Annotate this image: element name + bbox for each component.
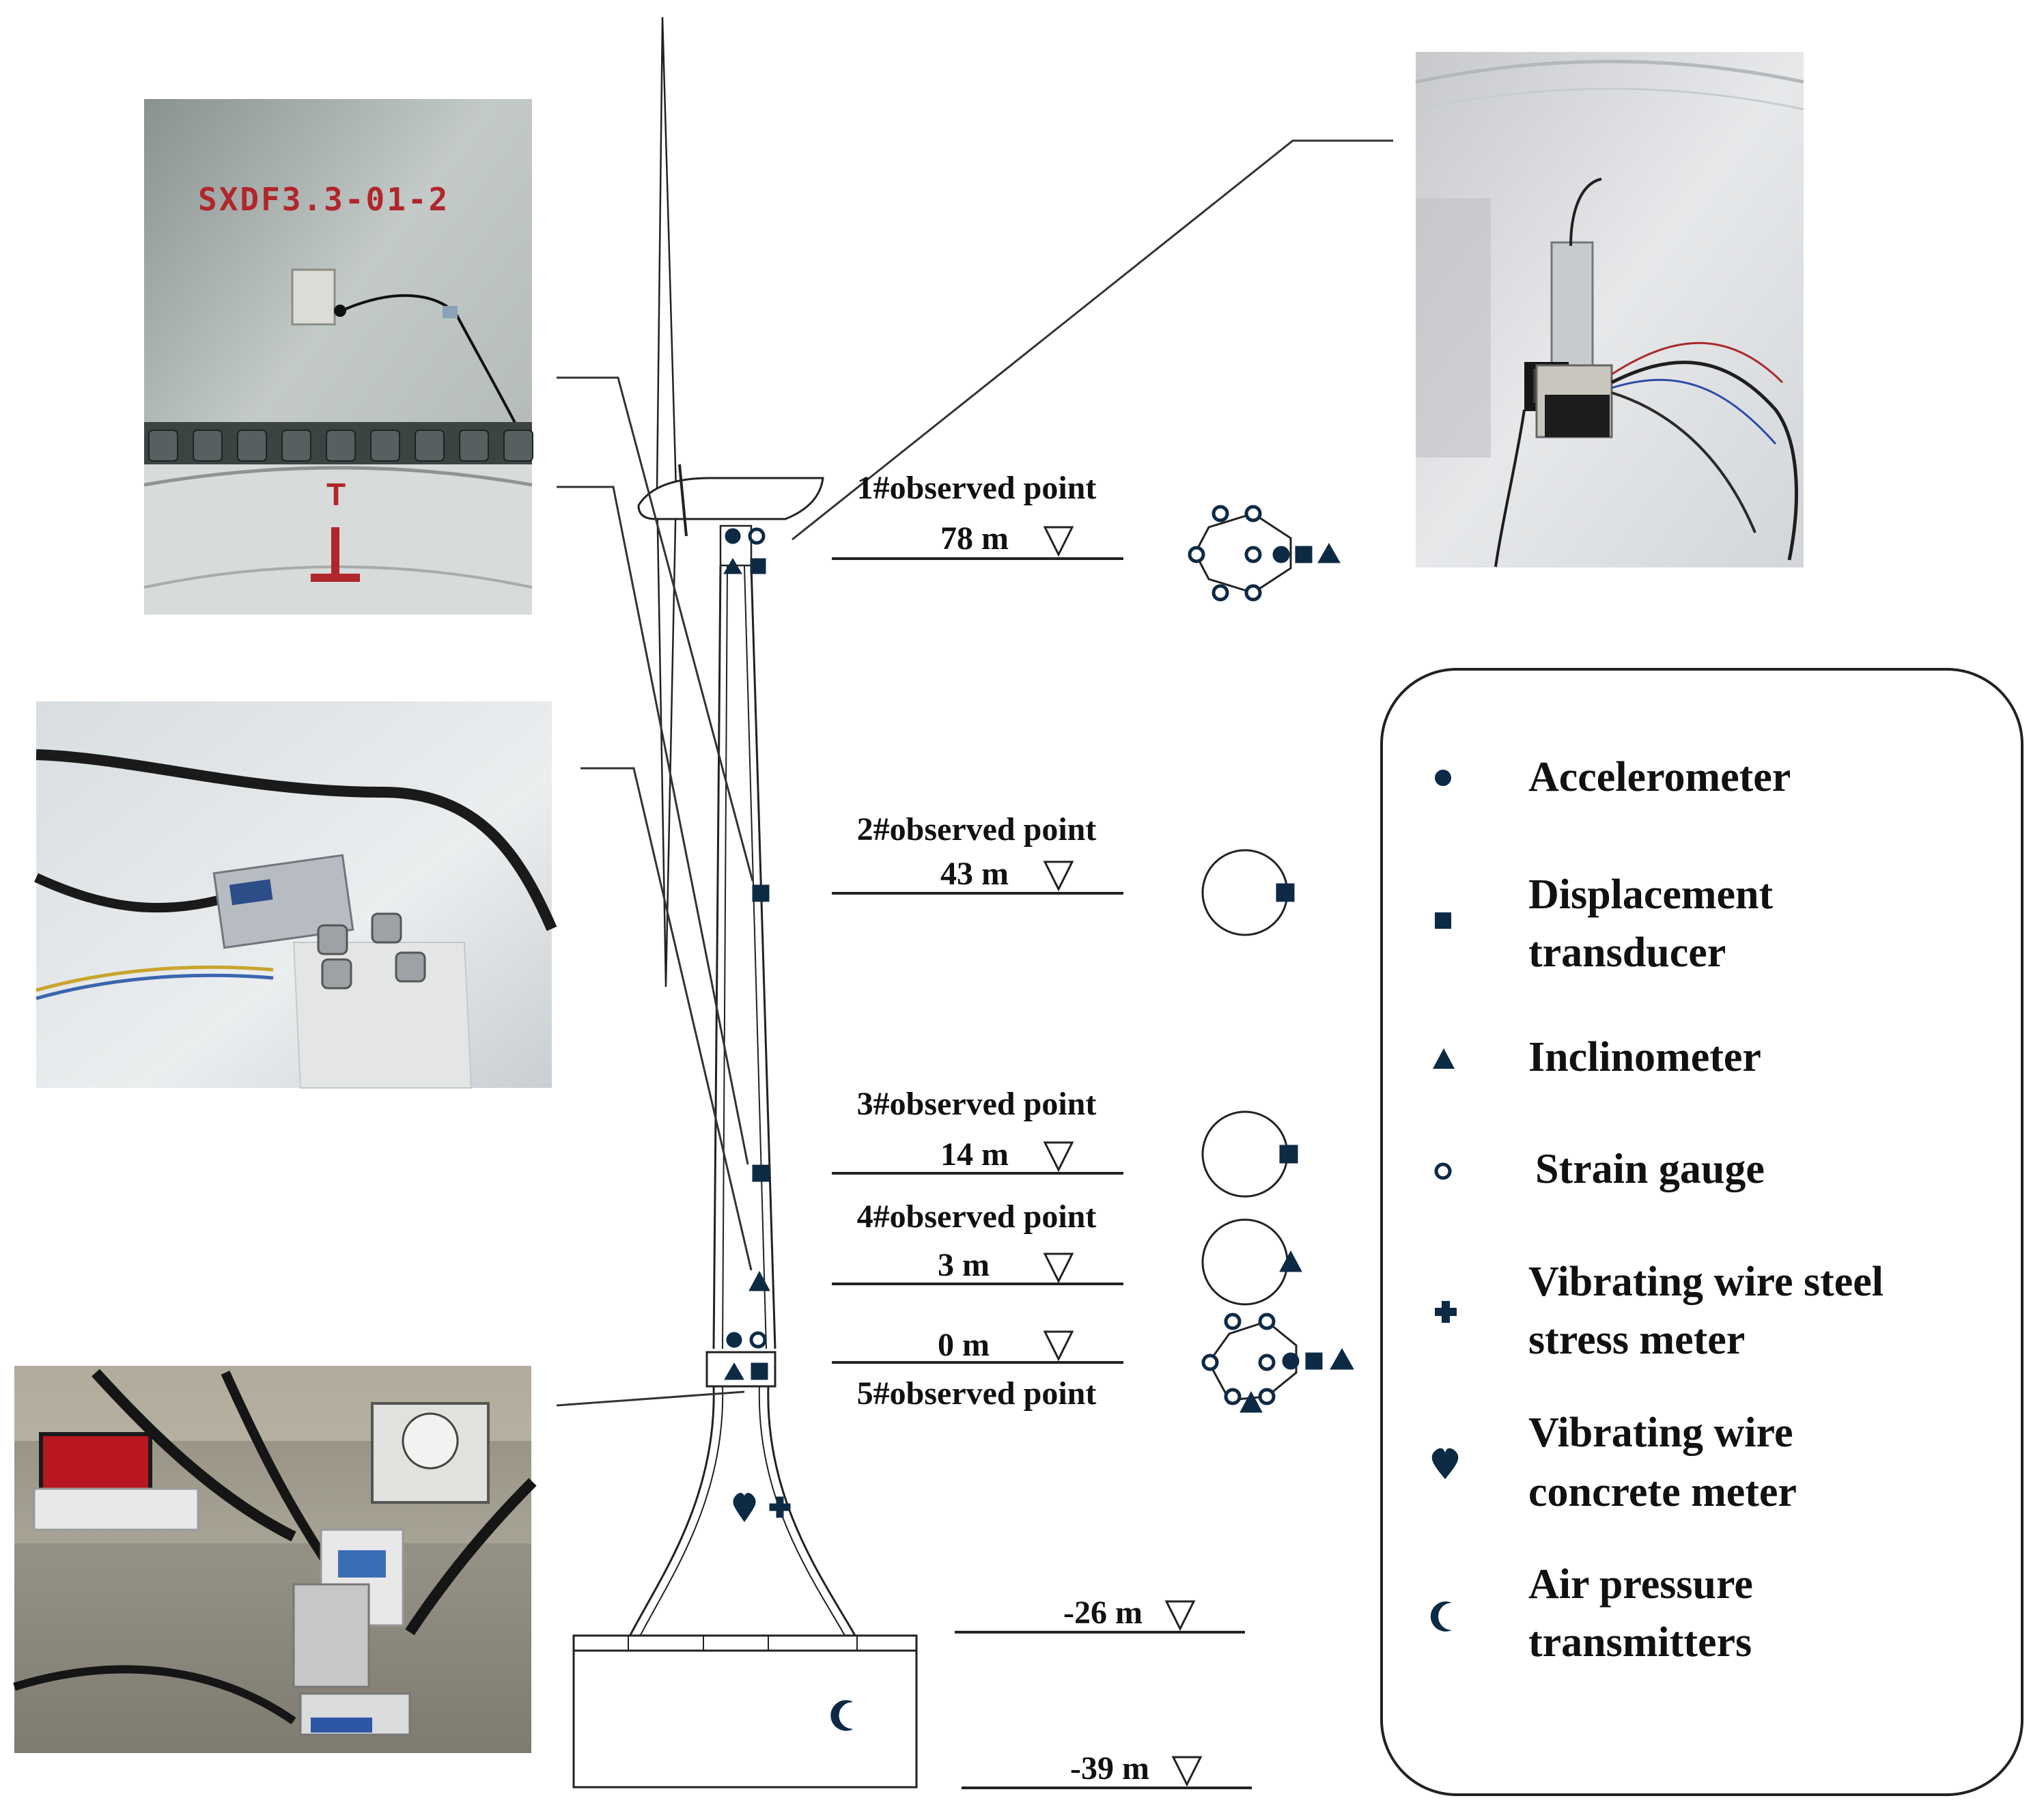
- legend-air-pressure-icon: [1430, 1601, 1452, 1632]
- obs-point-4-elevation: 3 m: [938, 1247, 990, 1283]
- obs-point-2-label: 2#observed point: [857, 811, 1097, 848]
- section-5: [1201, 1313, 1354, 1413]
- cross-sections: [1188, 505, 1354, 1413]
- nacelle: [637, 477, 824, 520]
- section-4: [1201, 1218, 1302, 1306]
- legend-concrete-1: Vibrating wire: [1528, 1410, 1793, 1456]
- accelerometer-icon: [726, 1332, 742, 1348]
- foundation-level-1: -26 m: [1063, 1595, 1143, 1631]
- legend-displacement-1: Displacement: [1528, 871, 1774, 918]
- legend-air-pressure-1: Air pressure: [1528, 1561, 1753, 1608]
- legend-steel-stress-icon: [1435, 1301, 1457, 1323]
- legend-displacement-icon: [1435, 912, 1451, 929]
- turbine-blade: [656, 16, 677, 987]
- tower-right-edge: [750, 565, 776, 1349]
- legend-displacement-2: transducer: [1528, 929, 1726, 976]
- displacement-icon: [750, 558, 766, 574]
- air-pressure-icon: [830, 1700, 853, 1731]
- photo-strain-gauge: [34, 701, 557, 1089]
- legend-concrete-2: concrete meter: [1528, 1469, 1797, 1515]
- obs-point-3-elevation: 14 m: [940, 1136, 1009, 1173]
- stencil-text: SXDF3.3-01-2: [198, 181, 449, 218]
- legend-strain-gauge: Strain gauge: [1535, 1146, 1765, 1192]
- foundation-level-2: -39 m: [1070, 1750, 1149, 1787]
- leader-lines: [556, 139, 1393, 1407]
- sensor-box: [291, 268, 336, 326]
- legend-air-pressure-2: transmitters: [1528, 1619, 1752, 1666]
- displacement-icon: [752, 884, 770, 902]
- inclinometer-icon: [748, 1270, 770, 1291]
- inclinometer-icon: [723, 558, 742, 574]
- obs-point-1-elevation: 78 m: [940, 520, 1009, 557]
- tower-left-edge: [712, 565, 722, 1349]
- obs-point-1-label: 1#observed point: [857, 470, 1097, 506]
- legend-concrete-meter-icon: [1431, 1448, 1459, 1479]
- tower-sensors: [723, 527, 853, 1731]
- obs-point-2-elevation: 43 m: [940, 856, 1009, 892]
- observation-levels: 1#observed point 78 m 2#observed point 4…: [832, 470, 1252, 1789]
- accelerometer-icon: [725, 528, 741, 544]
- strain-gauge-icon: [749, 1331, 767, 1349]
- section-2: [1201, 849, 1295, 936]
- displacement-icon: [752, 1164, 770, 1182]
- legend-inclinometer: Inclinometer: [1528, 1034, 1761, 1080]
- legend-steel-stress-1: Vibrating wire steel: [1528, 1259, 1884, 1305]
- inclinometer-icon: [724, 1362, 744, 1380]
- photo-base-sensors: [13, 1366, 537, 1753]
- obs-point-5-elevation: 0 m: [938, 1327, 990, 1363]
- obs-point-3-label: 3#observed point: [857, 1086, 1097, 1122]
- sensor-cylinder: [1550, 241, 1594, 384]
- legend-inclinometer-icon: [1433, 1048, 1455, 1069]
- legend-box: [1380, 668, 2024, 1796]
- legend-steel-stress-2: stress meter: [1528, 1317, 1745, 1363]
- legend-accelerometer: Accelerometer: [1528, 754, 1791, 800]
- legend-accelerometer-icon: [1435, 770, 1451, 786]
- obs-point-4-label: 4#observed point: [857, 1199, 1097, 1235]
- photo-flange-sensor: SXDF3.3-01-2 T: [143, 99, 533, 615]
- obs-point-5-label: 5#observed point: [857, 1375, 1097, 1412]
- displacement-icon: [751, 1362, 768, 1380]
- flange-mark: T: [326, 477, 346, 512]
- steel-stress-meter-icon: [769, 1496, 791, 1518]
- concrete-meter-icon: [733, 1493, 756, 1522]
- legend: Accelerometer Displacement transducer In…: [1380, 668, 2024, 1796]
- section-1: [1188, 505, 1341, 602]
- legend-strain-gauge-icon: [1434, 1162, 1452, 1180]
- strain-gauge-icon: [748, 527, 766, 545]
- photo-displacement-sensor: [1415, 52, 1804, 568]
- section-3: [1201, 1110, 1298, 1198]
- wind-turbine-drawing: [572, 16, 918, 1789]
